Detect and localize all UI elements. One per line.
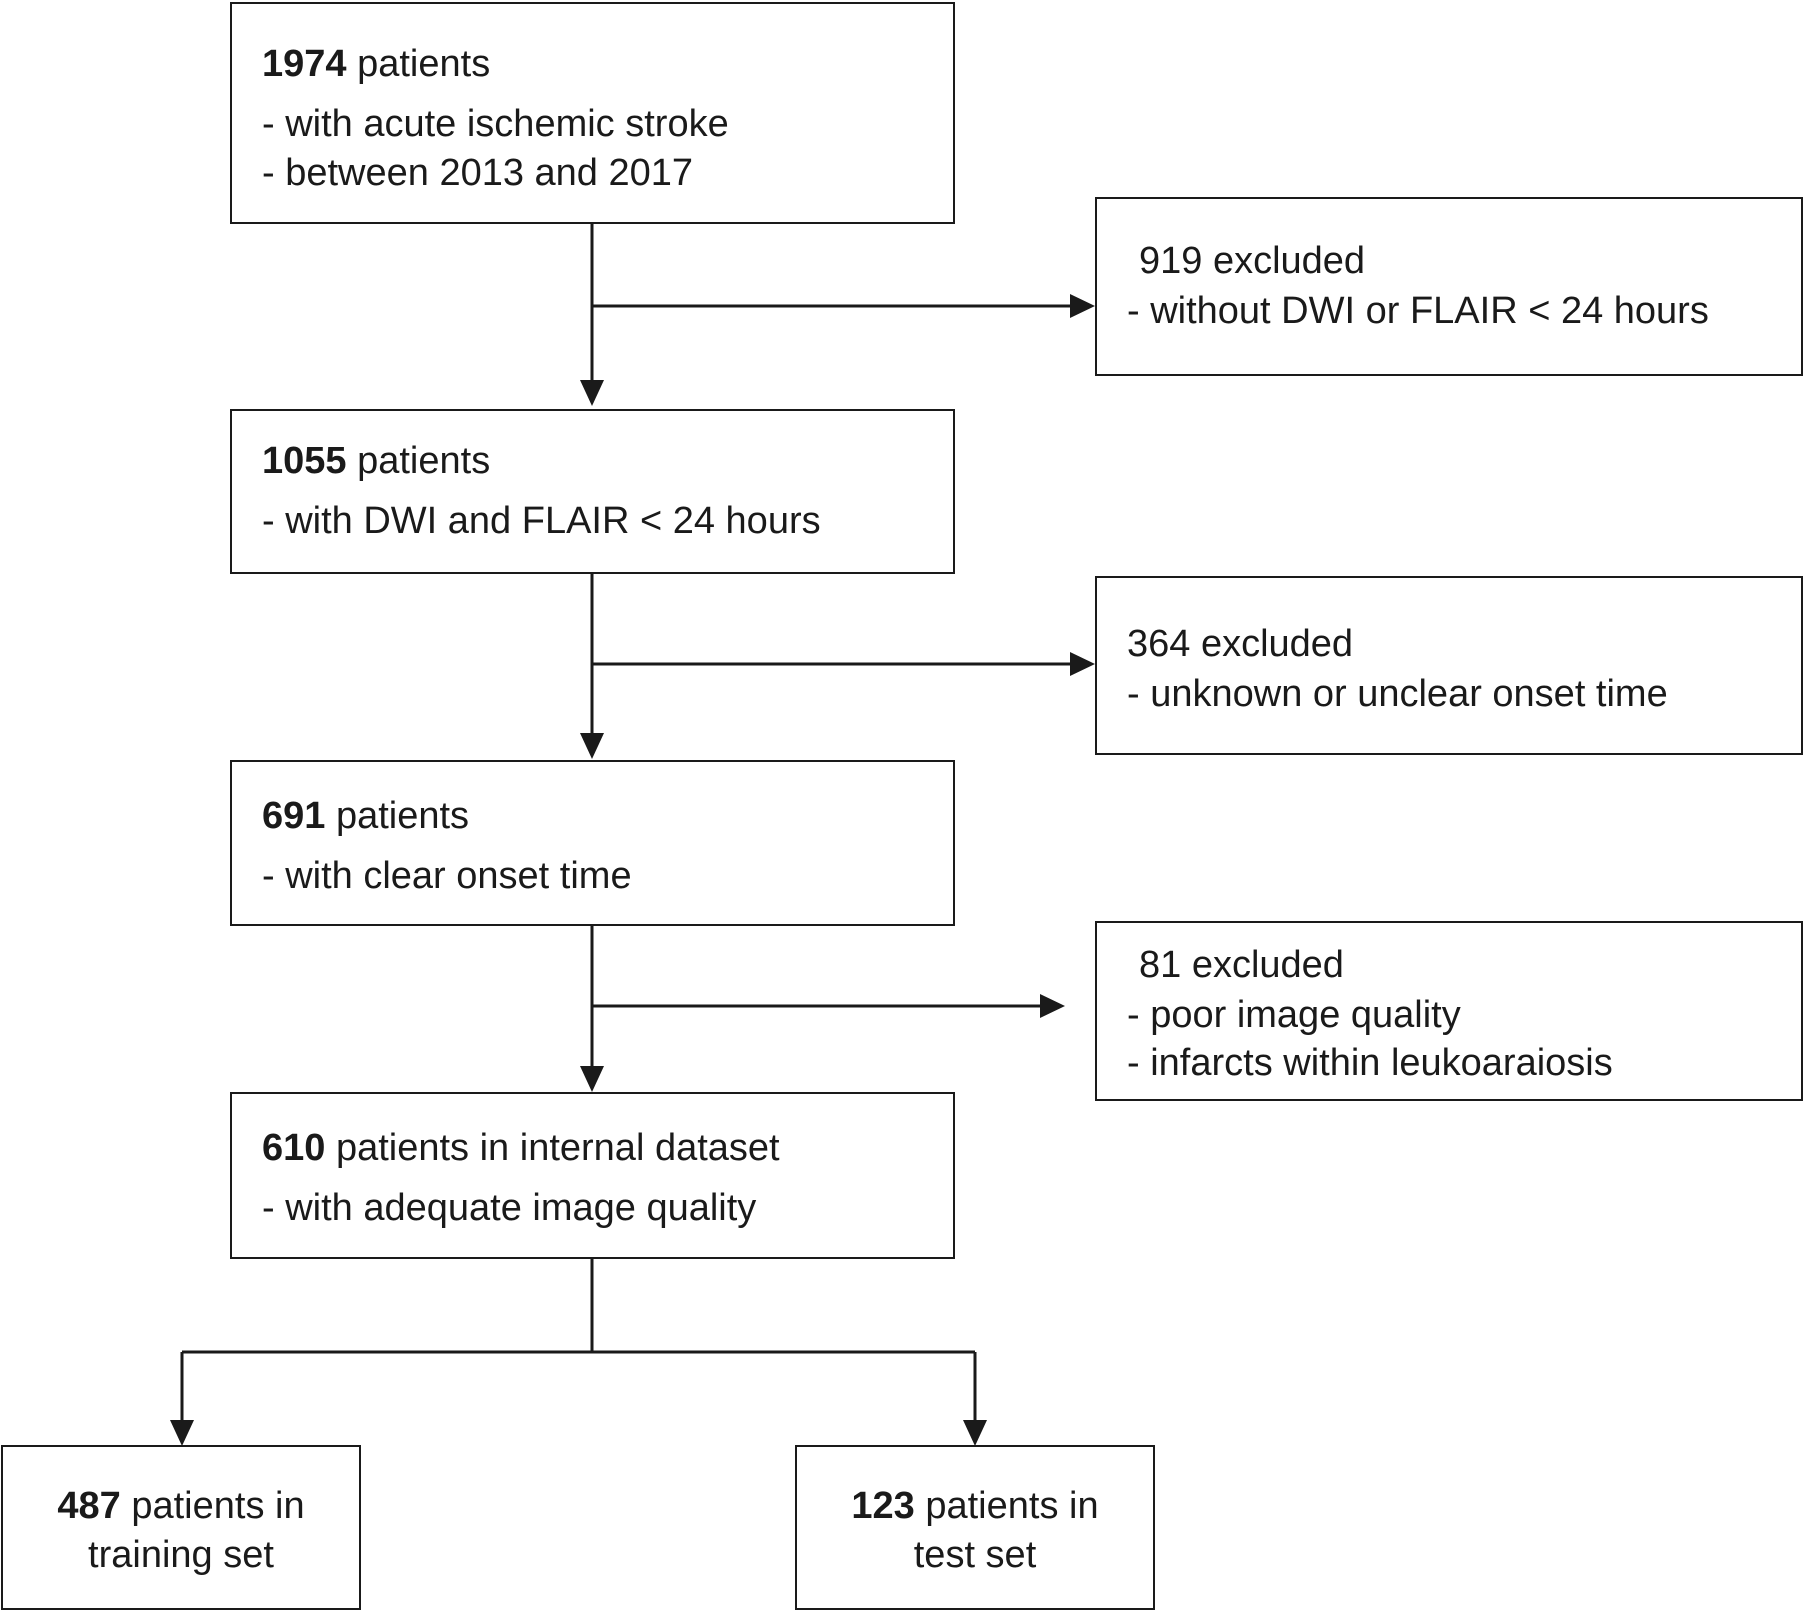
exclusion-3-title: 81 excluded bbox=[1139, 944, 1344, 986]
exclusion-box-3: 81 excluded - poor image quality - infar… bbox=[1095, 921, 1803, 1101]
arrow-to-exclusion3 bbox=[1040, 994, 1065, 1018]
exclusion-box-2: 364 excluded - unknown or unclear onset … bbox=[1095, 576, 1803, 755]
step2-heading: 1055 patients bbox=[262, 442, 490, 480]
arrow-to-exclusion2 bbox=[1070, 652, 1095, 676]
step3-heading: 691 patients bbox=[262, 797, 469, 835]
arrow-to-test bbox=[963, 1420, 987, 1446]
test-set-box: 123 patients in test set bbox=[795, 1445, 1155, 1610]
start-line-2: - between 2013 and 2017 bbox=[262, 152, 694, 194]
test-heading: 123 patients in bbox=[797, 1487, 1153, 1525]
start-label: patients bbox=[346, 43, 491, 85]
start-box: 1974 patients - with acute ischemic stro… bbox=[230, 2, 955, 224]
exclusion-1-title: 919 excluded bbox=[1139, 240, 1366, 282]
exclusion-2-title: 364 excluded bbox=[1127, 623, 1354, 665]
arrow-to-exclusion1 bbox=[1070, 294, 1095, 318]
arrow-start-to-step2 bbox=[580, 380, 604, 406]
step3-count: 691 bbox=[262, 795, 326, 837]
internal-count: 610 bbox=[262, 1127, 326, 1169]
step3-box: 691 patients - with clear onset time bbox=[230, 760, 955, 926]
step2-line-1: - with DWI and FLAIR < 24 hours bbox=[262, 500, 821, 542]
training-label: patients in bbox=[120, 1485, 305, 1527]
test-label: patients in bbox=[914, 1485, 1099, 1527]
training-set-box: 487 patients in training set bbox=[1, 1445, 361, 1610]
test-count: 123 bbox=[851, 1485, 915, 1527]
training-count: 487 bbox=[57, 1485, 121, 1527]
exclusion-box-1: 919 excluded - without DWI or FLAIR < 24… bbox=[1095, 197, 1803, 376]
step3-label: patients bbox=[325, 795, 470, 837]
step2-label: patients bbox=[346, 440, 491, 482]
training-heading: 487 patients in bbox=[3, 1487, 359, 1525]
start-line-1: - with acute ischemic stroke bbox=[262, 103, 729, 145]
arrow-to-training bbox=[170, 1420, 194, 1446]
exclusion-2-line-1: - unknown or unclear onset time bbox=[1127, 673, 1668, 715]
internal-dataset-box: 610 patients in internal dataset - with … bbox=[230, 1092, 955, 1259]
step2-count: 1055 bbox=[262, 440, 347, 482]
step3-line-1: - with clear onset time bbox=[262, 855, 632, 897]
exclusion-1-line-1: - without DWI or FLAIR < 24 hours bbox=[1127, 290, 1709, 332]
arrow-step2-to-step3 bbox=[580, 733, 604, 759]
step2-box: 1055 patients - with DWI and FLAIR < 24 … bbox=[230, 409, 955, 574]
internal-label: patients in internal dataset bbox=[325, 1127, 780, 1169]
start-heading: 1974 patients bbox=[262, 45, 490, 83]
training-line-2: training set bbox=[88, 1534, 274, 1576]
exclusion-3-line-1: - poor image quality bbox=[1127, 994, 1461, 1036]
internal-line-1: - with adequate image quality bbox=[262, 1187, 757, 1229]
exclusion-3-line-2: - infarcts within leukoaraiosis bbox=[1127, 1042, 1613, 1084]
internal-heading: 610 patients in internal dataset bbox=[262, 1129, 780, 1167]
arrow-step3-to-internal bbox=[580, 1066, 604, 1092]
test-line-2: test set bbox=[913, 1534, 1037, 1576]
start-count: 1974 bbox=[262, 43, 347, 85]
